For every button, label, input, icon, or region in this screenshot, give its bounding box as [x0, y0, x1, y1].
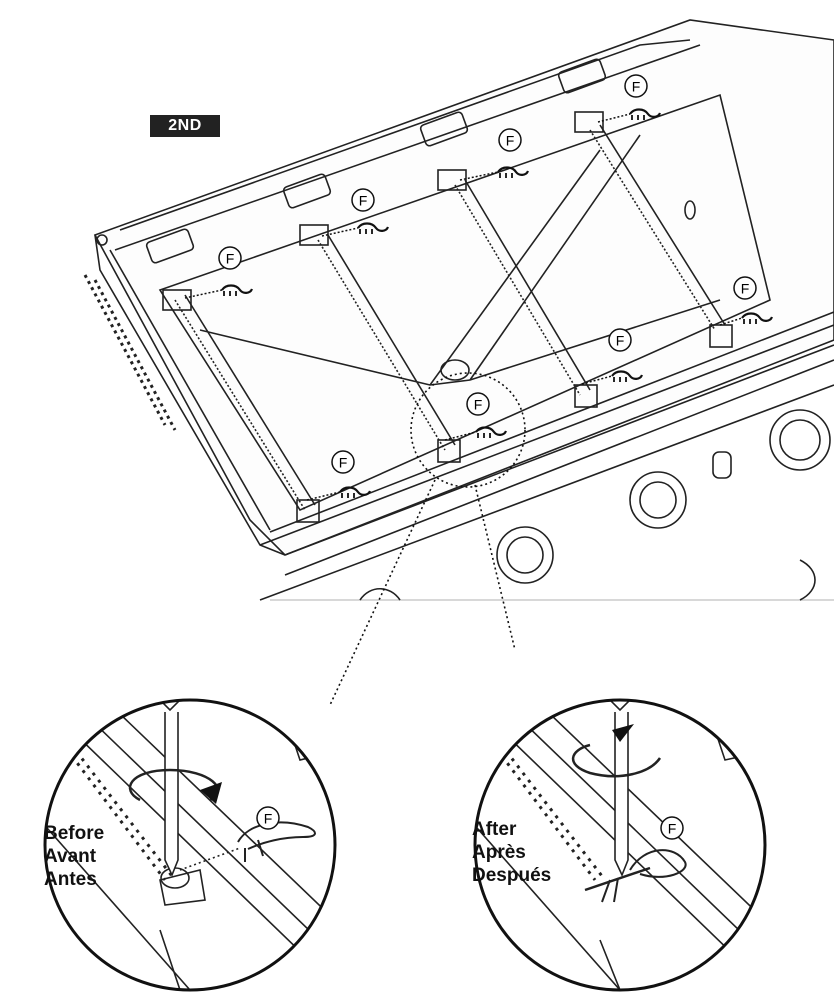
pin-callout-4: F — [597, 74, 662, 123]
after-label-es: Después — [472, 865, 552, 886]
svg-text:F: F — [632, 79, 641, 95]
step-badge: 2ND — [150, 115, 220, 137]
pin-callout-6: F — [444, 392, 508, 441]
pin-callout-1: F — [184, 246, 254, 299]
pin-callout-7: F — [581, 328, 644, 385]
after-label: After Après Después — [472, 818, 551, 887]
svg-text:F: F — [474, 397, 483, 413]
after-label-en: After — [472, 819, 517, 840]
detail-after: F — [473, 698, 767, 992]
before-label-es: Antes — [44, 869, 97, 890]
svg-text:F: F — [264, 811, 273, 827]
svg-text:F: F — [226, 251, 235, 267]
pin-callout-8: F — [719, 276, 774, 326]
grill-firebox — [83, 19, 834, 601]
zoom-indicator — [329, 372, 526, 706]
svg-text:F: F — [616, 333, 625, 349]
pin-callout-2: F — [321, 188, 390, 237]
before-label-fr: Avant — [44, 846, 97, 867]
before-label: Before Avant Antes — [44, 822, 104, 891]
before-label-en: Before — [44, 823, 105, 844]
svg-text:F: F — [506, 133, 515, 149]
after-label-fr: Après — [472, 842, 526, 863]
svg-text:F: F — [668, 821, 677, 837]
svg-text:F: F — [339, 455, 348, 471]
part-callouts: F F F F F F — [184, 74, 774, 501]
pin-callout-3: F — [459, 128, 530, 181]
svg-text:F: F — [359, 193, 368, 209]
pin-callout-5: F — [306, 450, 372, 501]
svg-text:F: F — [741, 281, 750, 297]
detail-before: F — [43, 698, 337, 992]
